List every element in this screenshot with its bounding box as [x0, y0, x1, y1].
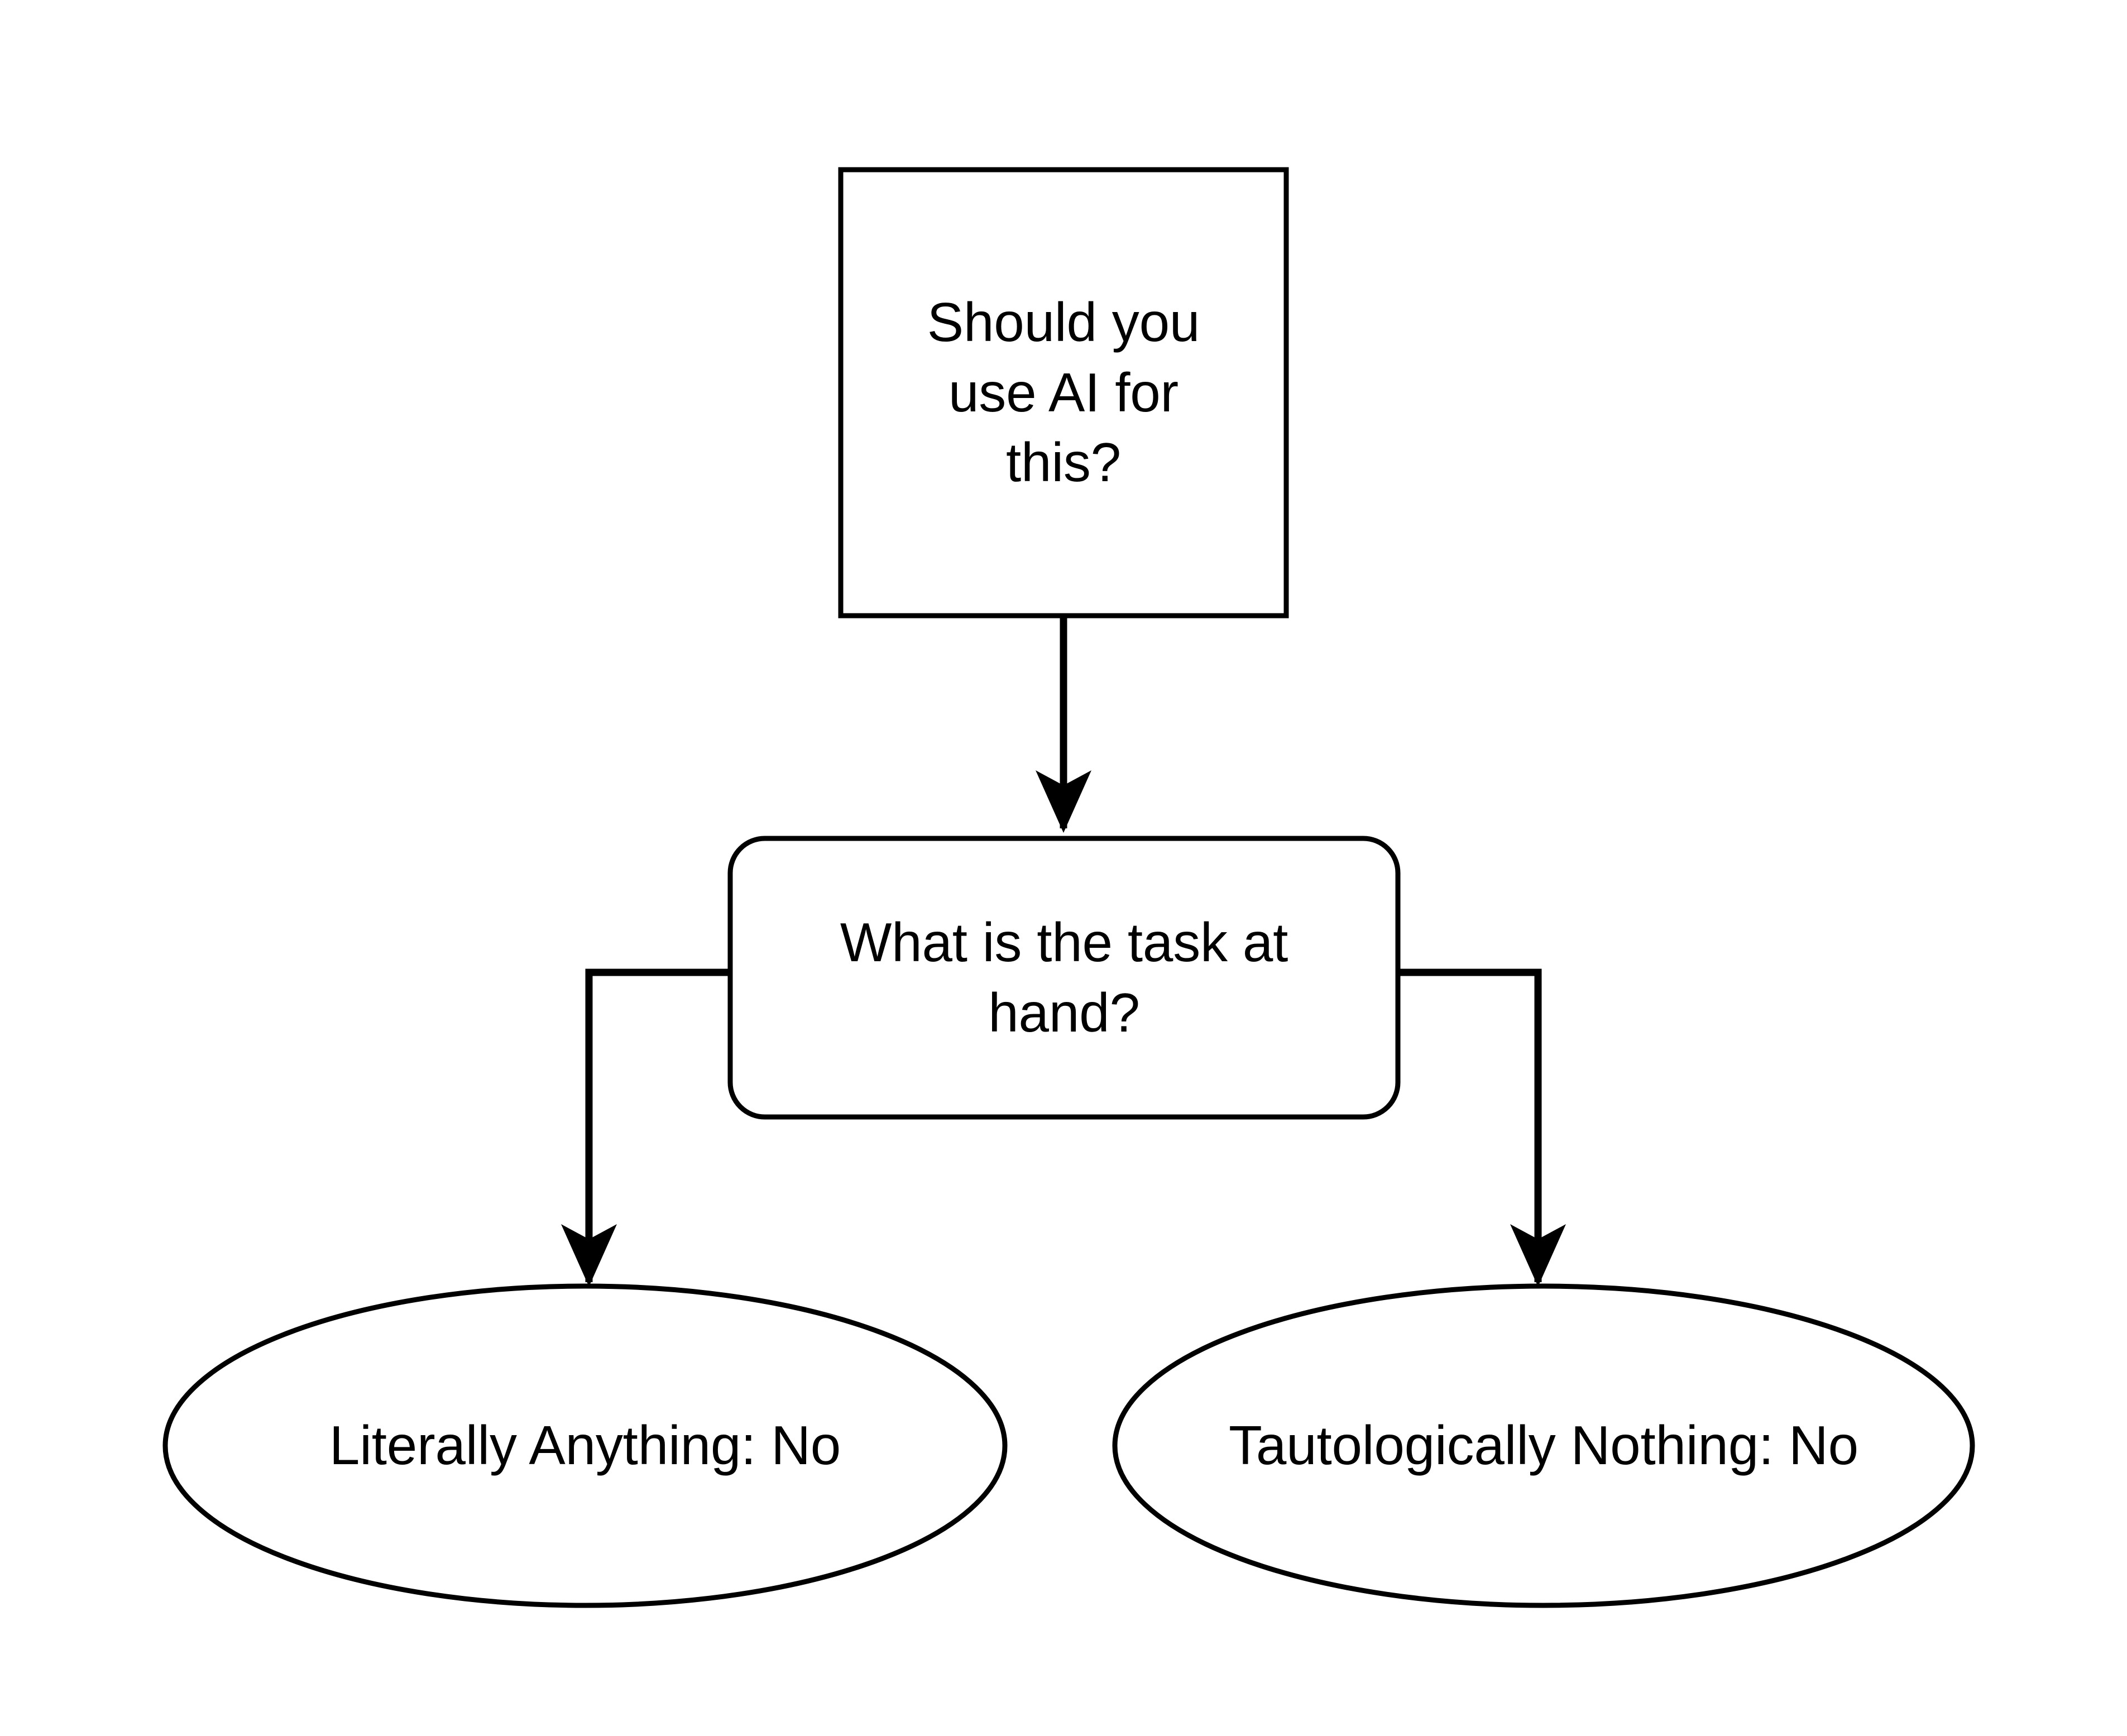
edge-task-to-outcome-right: [1398, 968, 1566, 1287]
edge-line-task-to-outcome-left: [585, 968, 730, 1282]
arrowhead-task-to-outcome-left: [561, 1224, 617, 1287]
node-shape-decision-task[interactable]: [727, 836, 1401, 1120]
edge-root-to-task: [1036, 616, 1091, 833]
node-shape-decision-root[interactable]: [838, 167, 1289, 618]
arrowhead-root-to-task: [1036, 770, 1091, 833]
node-shape-outcome-right[interactable]: [1112, 1283, 1975, 1608]
arrowhead-task-to-outcome-right: [1510, 1224, 1566, 1287]
edge-task-to-outcome-left: [561, 968, 730, 1287]
node-shape-outcome-left[interactable]: [162, 1283, 1008, 1608]
edge-line-task-to-outcome-right: [1398, 968, 1542, 1282]
